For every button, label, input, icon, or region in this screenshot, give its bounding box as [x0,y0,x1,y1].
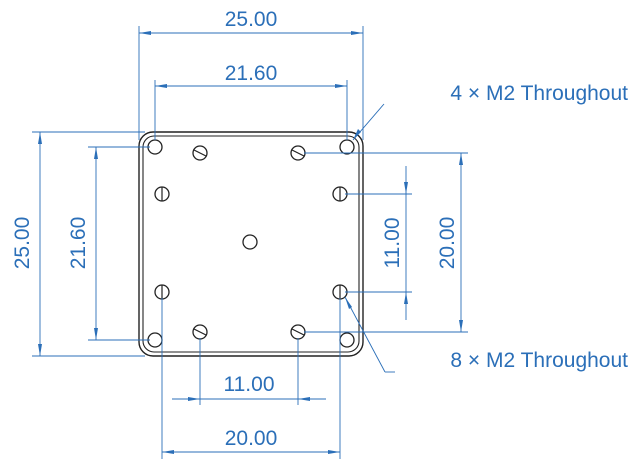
screw-holes [154,145,348,340]
dim-right-outer: 20.00 [304,152,468,333]
callout-corner-holes: 4 × M2 Throughout [352,82,628,141]
screw-hole [154,186,170,202]
screw-hole [192,324,208,340]
center-hole [242,234,258,250]
dim-bottom-outer: 20.00 [161,298,341,459]
dim-left-outer: 25.00 [11,131,145,357]
screw-hole [290,324,306,340]
screw-hole [332,284,348,300]
screw-hole [192,145,208,161]
corner-hole [147,139,163,155]
callout-label: 4 × M2 Throughout [450,82,628,105]
dim-label: 21.60 [225,62,278,85]
dim-label: 11.00 [224,373,275,396]
dim-top-inner: 21.60 [154,62,348,140]
dim-left-inner: 21.60 [67,146,150,341]
dim-label: 11.00 [381,218,404,269]
screw-hole [290,145,306,161]
dim-top-outer: 25.00 [138,8,364,140]
dim-right-inner: 11.00 [345,166,412,320]
dim-label: 25.00 [225,8,278,31]
screw-hole [332,186,348,202]
callout-screw-holes: 8 × M2 Throughout [344,296,628,373]
dim-label: 20.00 [225,427,278,450]
dim-bottom-inner: 11.00 [172,338,326,405]
dim-label: 20.00 [436,217,459,270]
screw-hole [154,284,170,300]
dim-label: 25.00 [11,217,34,270]
dim-label: 21.60 [67,217,90,270]
corner-hole [339,332,355,348]
corner-hole [339,139,355,155]
corner-hole [147,332,163,348]
callout-label: 8 × M2 Throughout [450,349,628,372]
